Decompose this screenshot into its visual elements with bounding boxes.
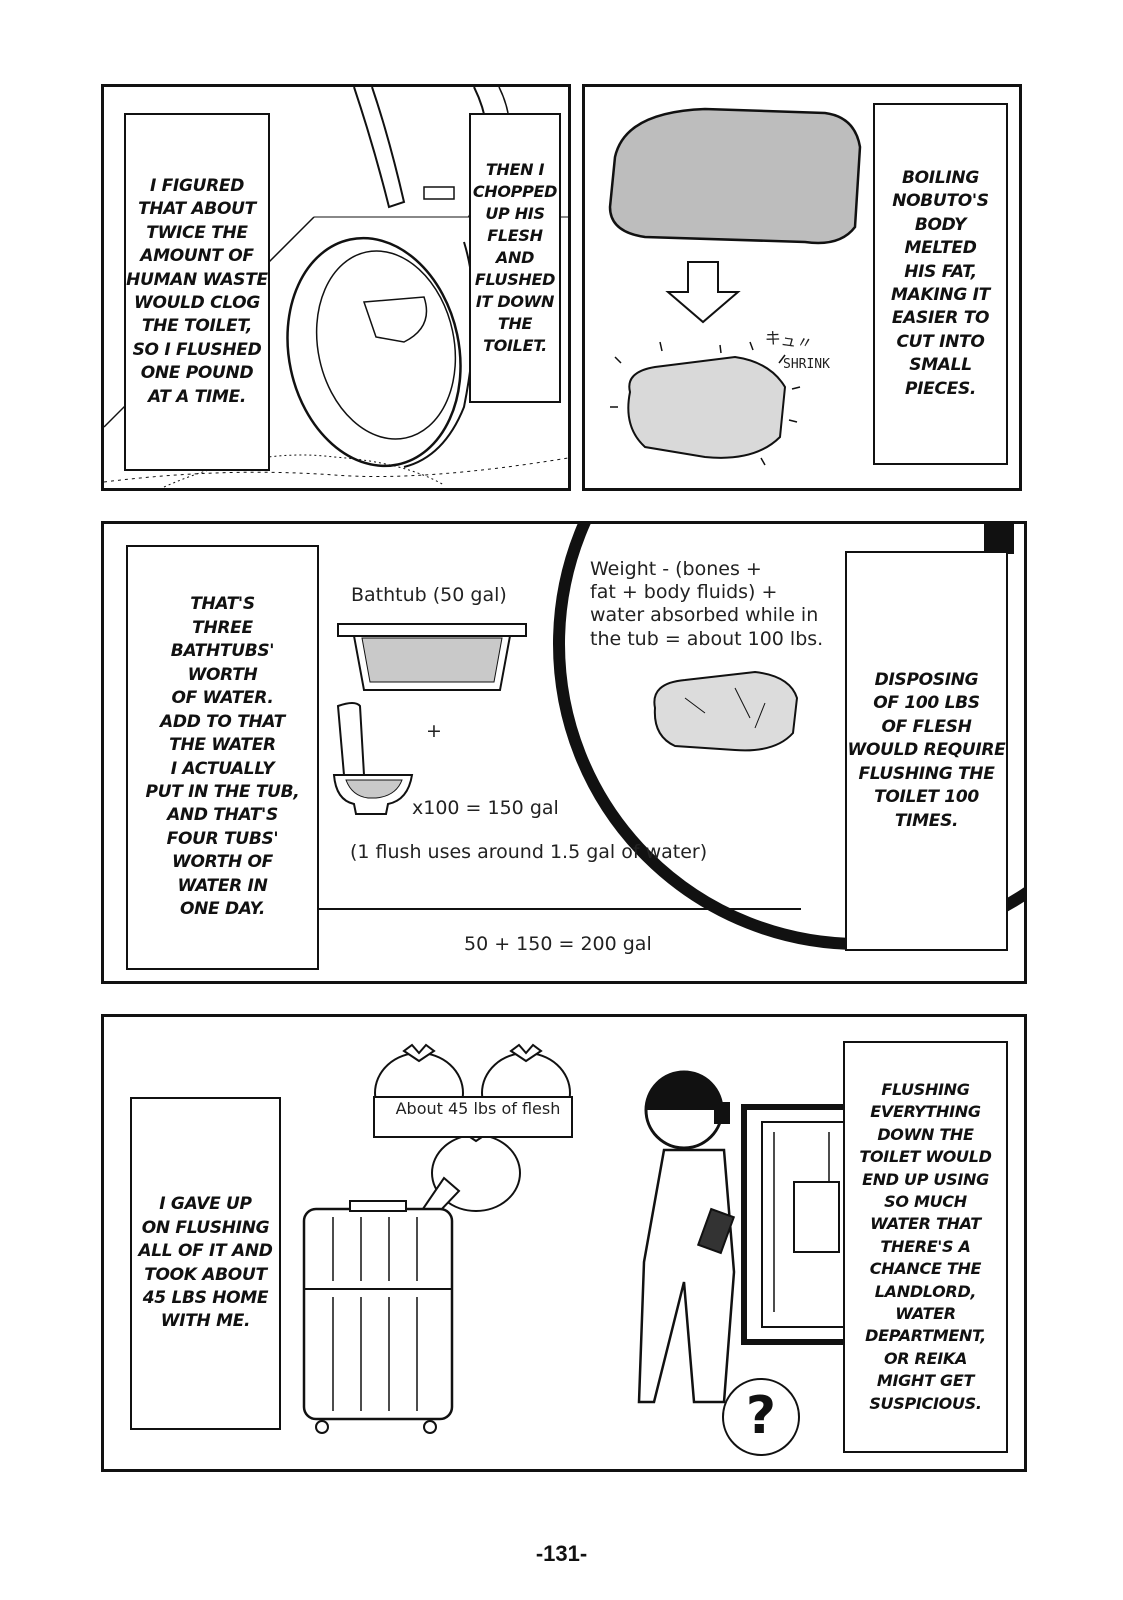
flush-note: (1 flush uses around 1.5 gal of water)	[350, 841, 708, 863]
caption: BOILING NOBUTO'S BODY MELTED HIS FAT, MA…	[873, 103, 1008, 465]
caption-left: I FIGURED THAT ABOUT TWICE THE AMOUNT OF…	[124, 113, 270, 471]
plus-sign: +	[426, 720, 442, 742]
panel-water-calculation: THAT'S THREE BATHTUBS' WORTH OF WATER. A…	[101, 521, 1027, 984]
toilet-label: x100 = 150 gal	[412, 797, 559, 819]
weight-note: Weight - (bones + fat + body fluids) + w…	[590, 558, 824, 650]
suitcase-illustration	[302, 1200, 454, 1434]
divider-line	[319, 908, 801, 910]
toilet-icon	[332, 702, 414, 815]
speech-bubble	[722, 1378, 800, 1456]
page-number: -131-	[535, 1541, 588, 1566]
sfx-shrink: SHRINK	[783, 357, 830, 372]
caption-right: DISPOSING OF 100 LBS OF FLESH WOULD REQU…	[845, 551, 1008, 951]
bathtub-icon	[337, 623, 527, 691]
body-block-illustration	[608, 107, 862, 466]
down-arrow-icon	[665, 261, 741, 324]
panel-toilet: I FIGURED THAT ABOUT TWICE THE AMOUNT OF…	[101, 84, 571, 491]
flesh-chunk-illustration	[653, 670, 799, 752]
bag-label: About 45 lbs of flesh	[395, 1099, 561, 1118]
panel-boiled-body: キュ〃 SHRINK BOILING NOBUTO'S BODY MELTED …	[582, 84, 1022, 491]
caption-left: THAT'S THREE BATHTUBS' WORTH OF WATER. A…	[126, 545, 319, 970]
question-icon: ?	[745, 1386, 777, 1446]
caption-left: I GAVE UP ON FLUSHING ALL OF IT AND TOOK…	[130, 1097, 281, 1430]
caption-right: FLUSHING EVERYTHING DOWN THE TOILET WOUL…	[843, 1041, 1008, 1453]
bathtub-label: Bathtub (50 gal)	[351, 584, 507, 606]
caption-right: THEN I CHOPPED UP HIS FLESH AND FLUSHED …	[469, 113, 561, 403]
total: 50 + 150 = 200 gal	[464, 933, 652, 955]
bag-illustration	[373, 1043, 573, 1253]
panel-suitcase: I GAVE UP ON FLUSHING ALL OF IT AND TOOK…	[101, 1014, 1027, 1472]
